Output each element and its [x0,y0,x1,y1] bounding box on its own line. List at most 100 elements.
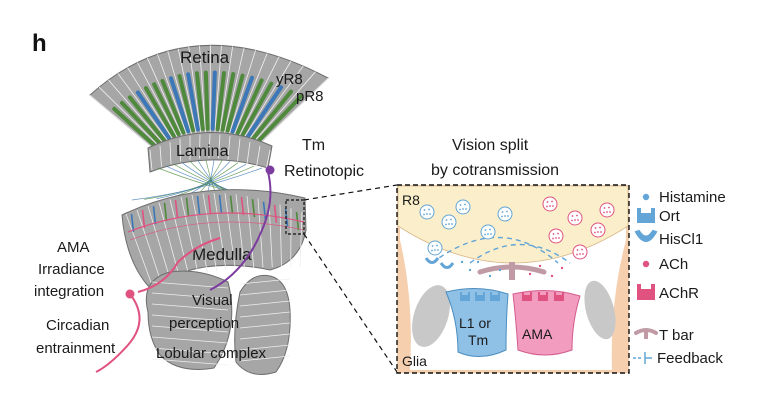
yr8-photoreceptor [235,78,264,135]
histamine-vesicle [441,214,457,230]
legend-tbar-label: T bar [659,327,694,344]
glia-lobe-left [412,285,450,347]
histamine-dot [448,223,450,225]
ach-vesicle [542,196,558,212]
histamine-dot [484,229,487,231]
legend-histamine: Histamine [642,189,726,206]
ama-arbor [129,221,305,241]
medulla-divider [224,193,236,270]
inset-title-line1: Vision split [452,137,529,154]
lamina-divider [149,149,153,171]
ach-dot [571,215,574,217]
retina-divider [254,77,329,149]
lobula-plate-stripe [239,322,291,329]
lamina-divider [169,141,172,165]
ach-dot [576,249,579,251]
histamine-dot [459,204,462,206]
yr8-photoreceptor [225,73,245,133]
legend-feedback: Feedback [633,350,723,367]
yr8-photoreceptor [194,71,205,131]
visual-label: Visual [192,292,233,309]
inset-elements [419,196,615,301]
ach-dot [557,232,559,235]
retina-divider [236,56,280,141]
lobula-stripe [151,336,229,344]
medulla-divider [268,201,273,268]
legend-feedback-label: Feedback [657,350,723,367]
ach-dot [606,211,608,213]
retina-divider [223,47,245,138]
legend-hiscl1-label: HisCl1 [659,231,703,248]
retina-divider [127,67,176,144]
lobula-plate-stripe [239,333,291,340]
medulla-terminal [141,209,146,229]
histamine-dot [434,249,436,251]
t-bar [477,262,547,280]
histamine-dot [428,208,430,211]
yr8-photoreceptor [112,106,157,148]
retina-divider [245,65,304,144]
histamine-icon [642,193,650,201]
glia-label: Glia [402,353,427,369]
ach-dot [552,233,555,235]
pr8-photoreceptor [245,85,284,139]
retina-divider [227,50,256,139]
retina-divider [218,46,234,137]
yr8-photoreceptor [256,94,304,144]
retina-divider [89,94,159,153]
hiscl1-receptor [439,262,455,269]
ach-dot [597,231,599,233]
achr-receptor-icon [637,284,655,300]
legend: Histamine Ort HisCl1 ACh AChR T bar Feed… [633,189,726,367]
feedback-loop-left [431,236,559,264]
tm-neuron [209,165,275,291]
achr-receptor [554,292,564,301]
glia-lobe-right [584,280,616,340]
retina-divider [167,50,193,138]
chiasm-fiber [144,165,255,200]
released-transmitter [468,268,472,272]
histamine-dot [489,228,491,231]
ama-inset-label: AMA [522,326,553,342]
ach-vesicle [590,222,606,238]
yr8-photoreceptor [203,70,210,131]
released-transmitter [528,272,532,276]
histamine-dot [501,211,504,213]
achr-receptor [538,292,548,301]
histamine-dot [462,208,464,210]
lamina-divider [179,138,181,162]
legend-hiscl1: HisCl1 [634,229,703,248]
medulla-divider [202,193,218,272]
retina-divider [137,62,180,142]
lobula-stripe [151,358,229,366]
medulla-divider [180,196,199,275]
histamine-dot [484,233,486,236]
entrainment-label: entrainment [36,340,116,357]
ort-receptor [475,292,485,301]
pr8-photoreceptor [230,75,255,134]
yr8-photoreceptor [220,72,236,132]
medulla-divider [279,204,282,267]
irradiance-label: Irradiance [38,261,105,278]
ach-dot [608,206,610,209]
released-transmitter [460,260,464,264]
histamine-vesicle [480,224,496,240]
ach-dot [603,211,605,214]
medulla-divider [191,194,208,273]
histamine-dot [506,210,508,213]
legend-achr-label: AChR [659,285,699,302]
yr8-photoreceptor [177,74,196,133]
histamine-dot [504,215,506,217]
lobula-stripes [151,278,291,366]
medulla-divider [235,194,245,269]
lobula-stripe [151,303,229,311]
lobula-stripe [151,347,229,355]
lamina-divider [256,145,261,167]
lamina-divider [218,134,221,159]
legend-achr: AChR [637,284,699,302]
histamine-dot [431,249,433,252]
ach-vesicle [548,228,564,244]
ach-dot [603,207,606,209]
medulla-divider [147,205,171,281]
medulla-terminal [152,206,157,225]
